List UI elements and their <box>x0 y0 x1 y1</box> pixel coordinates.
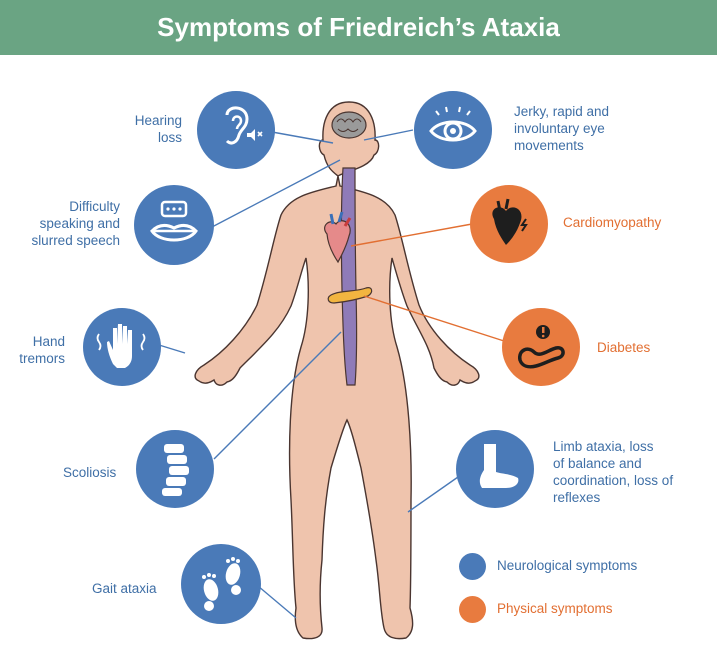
physical-connectors <box>350 223 505 342</box>
hand-tremors-circle <box>83 308 161 386</box>
neurological-connectors <box>158 129 459 619</box>
pancreas-icon <box>518 325 565 369</box>
heart-illustration <box>324 211 352 264</box>
hearing-loss-label: Hearing loss <box>134 113 182 145</box>
scoliosis-label: Scoliosis <box>63 465 117 480</box>
heart-icon <box>492 198 528 245</box>
diabetes-circle <box>502 308 580 386</box>
title-banner: Symptoms of Friedreich’s Ataxia <box>0 0 717 55</box>
mouth-speech-icon <box>150 200 198 242</box>
eye-icon <box>429 106 477 142</box>
legend-neurological-dot <box>459 553 486 580</box>
legend-physical-label: Physical symptoms <box>497 601 613 616</box>
diabetes-label: Diabetes <box>597 340 651 355</box>
human-body <box>194 101 480 640</box>
pancreas-illustration <box>327 287 373 304</box>
legend-physical-dot <box>459 596 486 623</box>
cardiomyopathy-label: Cardiomyopathy <box>563 215 662 230</box>
eye-movements-circle <box>414 91 492 169</box>
ear-icon <box>225 106 263 145</box>
gait-ataxia-label: Gait ataxia <box>92 581 157 596</box>
gait-ataxia-circle <box>181 544 261 624</box>
scoliosis-circle <box>136 430 214 508</box>
hand-tremor-icon <box>96 324 146 368</box>
cardiomyopathy-circle <box>470 185 548 263</box>
spine-icon <box>162 444 189 496</box>
brain-illustration <box>331 111 367 139</box>
hearing-loss-circle <box>197 91 275 169</box>
speech-circle <box>134 185 214 265</box>
hand-tremors-label: Hand tremors <box>19 334 65 366</box>
page-title: Symptoms of Friedreich’s Ataxia <box>157 12 560 42</box>
footprints-icon <box>202 557 241 611</box>
limb-ataxia-circle <box>456 430 534 508</box>
foot-icon <box>479 444 519 488</box>
speech-label: Difficulty speaking and slurred speech <box>31 199 120 248</box>
limb-ataxia-label: Limb ataxia, loss of balance and coordin… <box>553 439 674 505</box>
legend-neurological-label: Neurological symptoms <box>497 558 638 573</box>
eye-movements-label: Jerky, rapid and involuntary eye movemen… <box>514 104 610 153</box>
